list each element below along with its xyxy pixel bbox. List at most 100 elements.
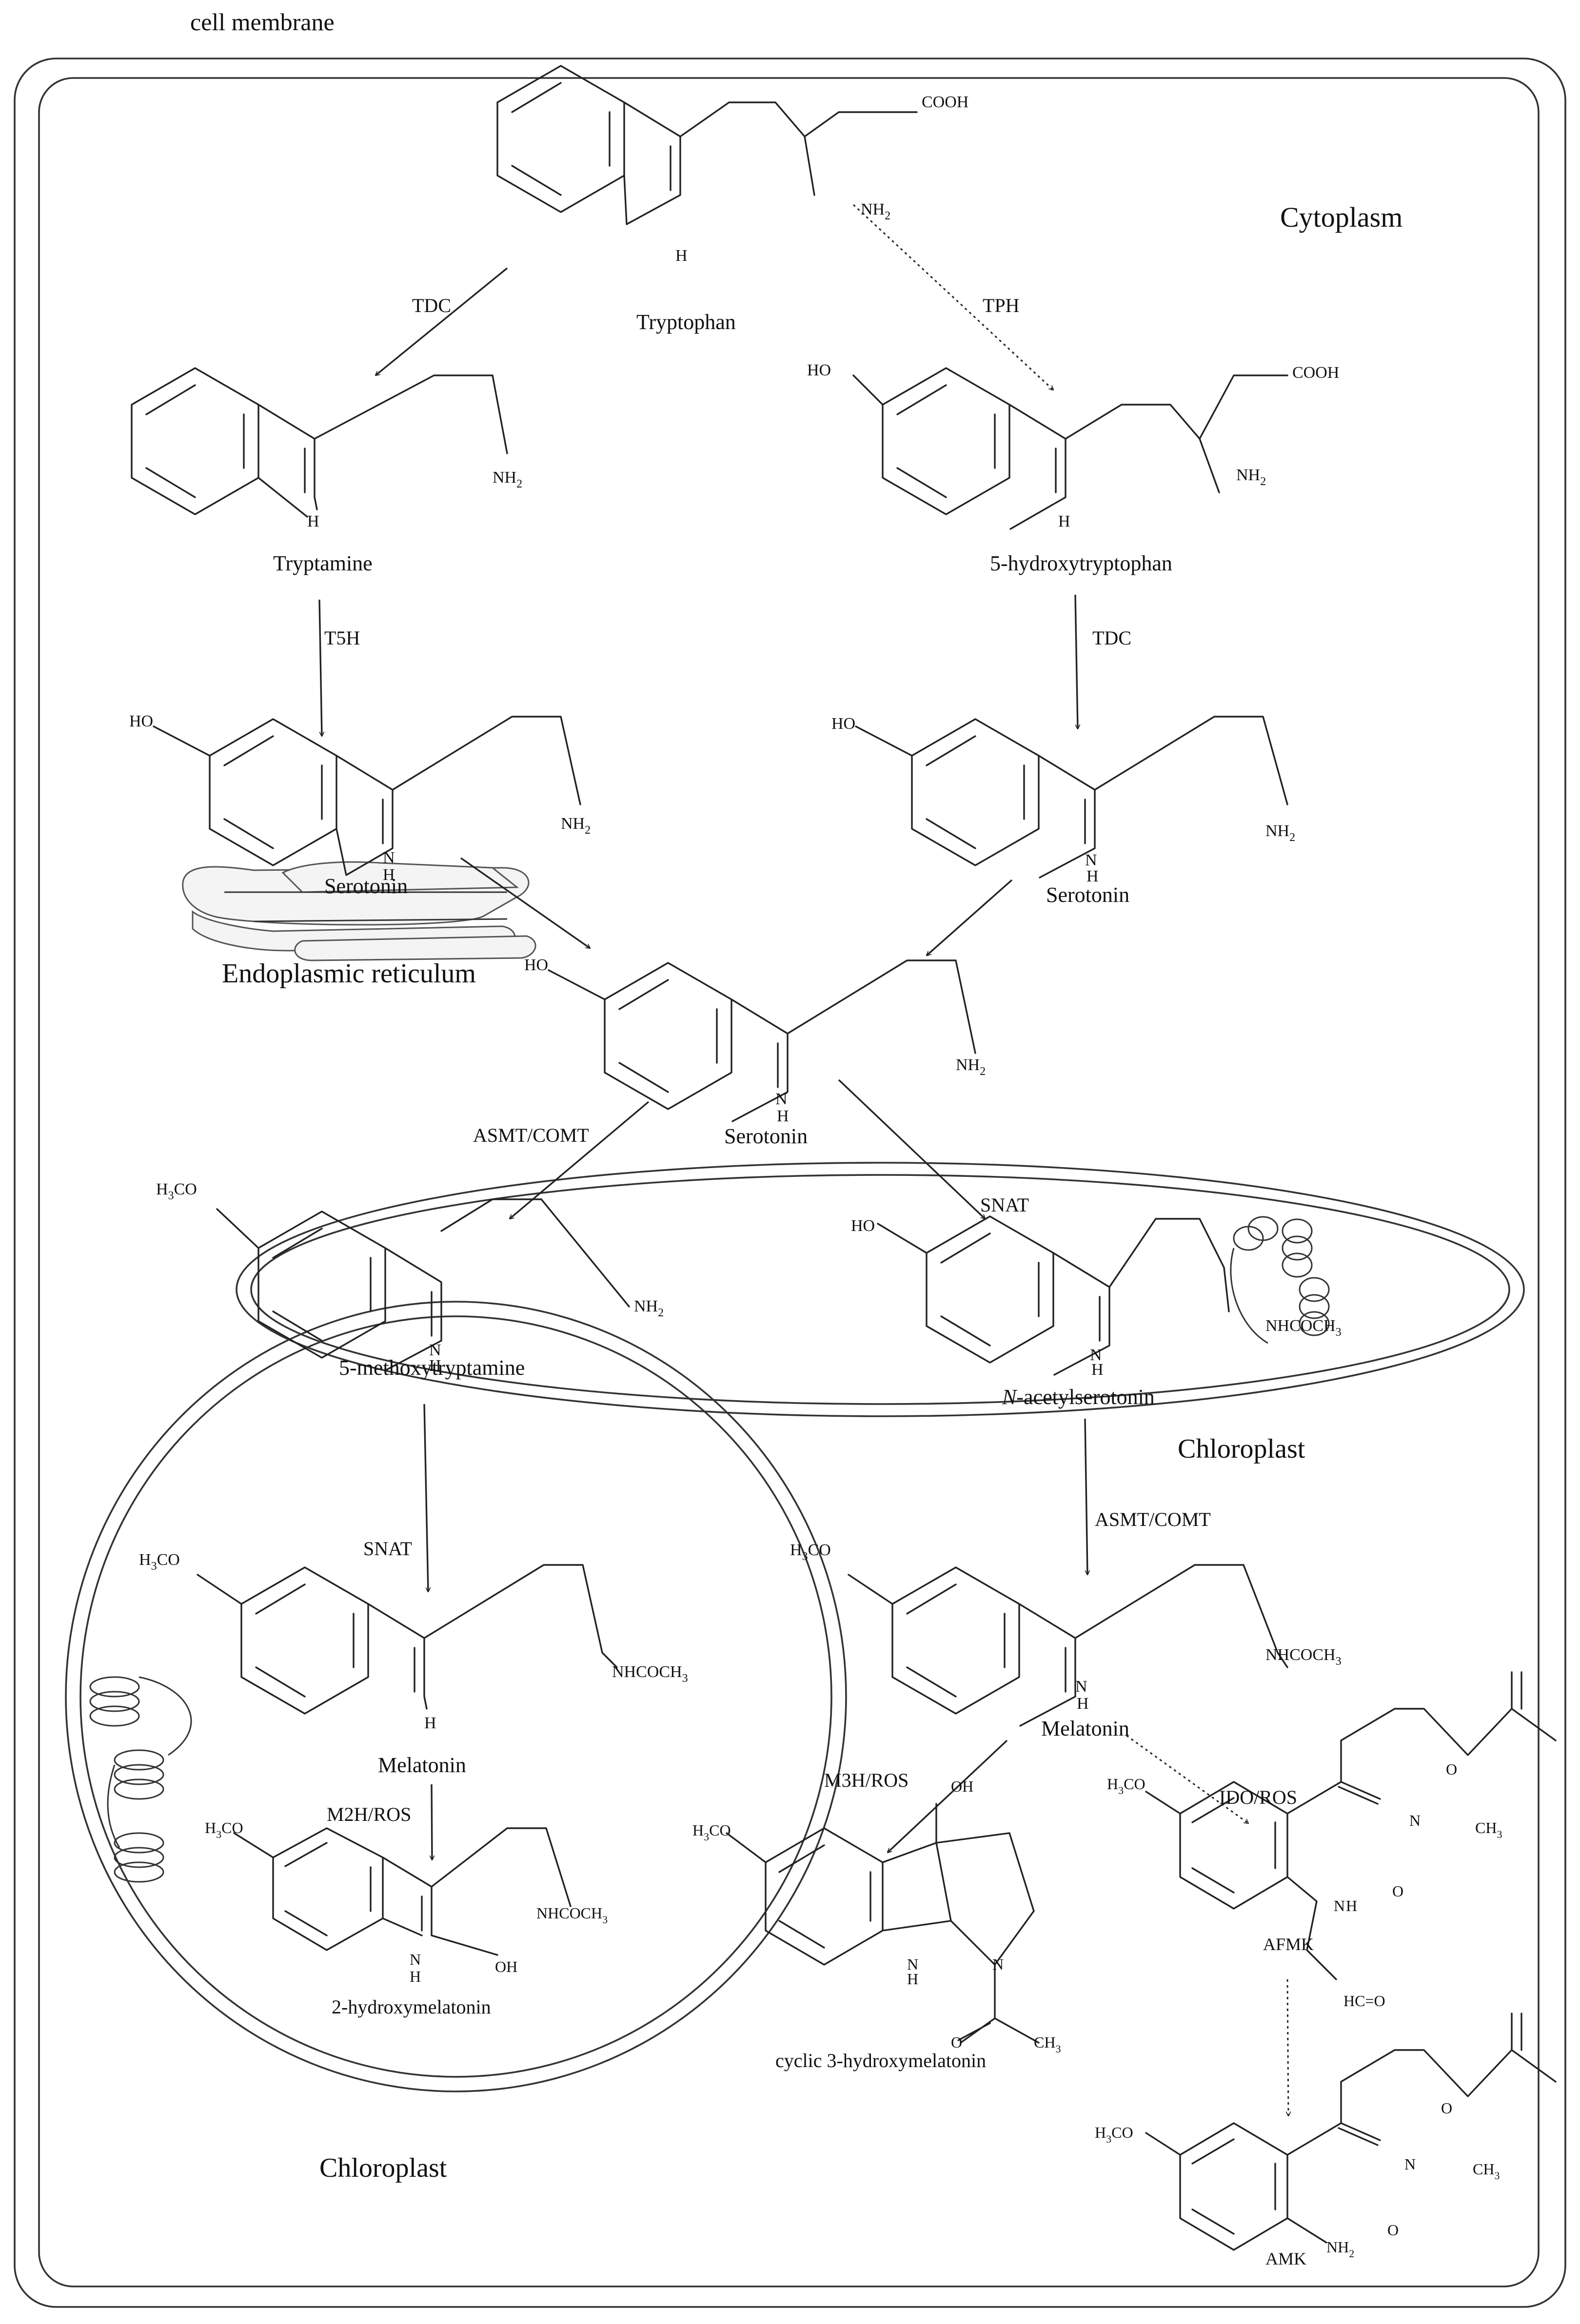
- svg-text:N: N: [992, 1955, 1004, 1973]
- svg-text:H: H: [1346, 1897, 1357, 1914]
- cytoplasm-label: Cytoplasm: [1280, 201, 1402, 233]
- svg-text:H3CO: H3CO: [139, 1551, 180, 1573]
- tryptamine-label: Tryptamine: [273, 551, 373, 575]
- svg-text:NH2: NH2: [493, 469, 522, 490]
- arrow-tph: [852, 204, 1053, 390]
- arrow-ido-ros: [1126, 1735, 1248, 1823]
- svg-text:NHCOCH3: NHCOCH3: [1265, 1646, 1342, 1668]
- svg-text:HC=O: HC=O: [1343, 1992, 1385, 2010]
- enzyme-tph: TPH: [983, 294, 1020, 316]
- chloroplast-label-bottom: Chloroplast: [319, 2153, 447, 2183]
- enzyme-asmt-comt-1: ASMT/COMT: [473, 1124, 589, 1146]
- svg-text:H3CO: H3CO: [205, 1819, 243, 1840]
- tryptophan-structure: [496, 65, 918, 225]
- svg-text:N: N: [1090, 1346, 1102, 1364]
- svg-text:CH3: CH3: [1475, 1819, 1502, 1840]
- svg-text:O: O: [1392, 1882, 1403, 1900]
- serotonin-center-groups: HO NH2 N H: [524, 956, 986, 1125]
- enzyme-asmt-comt-2: ASMT/COMT: [1095, 1508, 1211, 1530]
- tryptamine-structure: [131, 367, 508, 518]
- chloroplast-label-top: Chloroplast: [1178, 1434, 1305, 1464]
- svg-text:O: O: [1387, 2221, 1399, 2239]
- chloroplast-ellipse-inner: [250, 1174, 1510, 1405]
- amk-label: AMK: [1265, 2249, 1306, 2268]
- svg-text:H3CO: H3CO: [1095, 2124, 1133, 2145]
- svg-text:OH: OH: [495, 1958, 517, 1975]
- svg-text:NH2: NH2: [1265, 822, 1295, 844]
- svg-text:HO: HO: [524, 956, 548, 974]
- serotonin-center-label: Serotonin: [724, 1124, 808, 1148]
- cell-membrane-inner: [38, 77, 1540, 2287]
- serotonin-center-structure: [548, 959, 976, 1122]
- enzyme-m2h-ros: M2H/ROS: [327, 1803, 411, 1825]
- methoxytryptamine-label: 5-methoxytryptamine: [339, 1356, 525, 1380]
- svg-text:H: H: [1086, 867, 1099, 885]
- melatonin-left-label: Melatonin: [378, 1753, 466, 1777]
- enzyme-snat-1: SNAT: [980, 1194, 1029, 1216]
- chloroplast-ellipse-outer: [236, 1162, 1525, 1417]
- acetylserotonin-groups: HO NHCOCH3 N H: [851, 1217, 1342, 1379]
- svg-text:COOH: COOH: [922, 93, 968, 111]
- cyclic-hydroxymelatonin-structure: [726, 1803, 1040, 2044]
- enzyme-tdc-1: TDC: [412, 294, 451, 316]
- arrow-snat-1: [838, 1079, 985, 1219]
- melatonin-left-groups: H3CO NHCOCH3 H: [139, 1551, 688, 1732]
- methoxytryptamine-groups: H3CO NH2 N H: [156, 1180, 664, 1375]
- hydroxytryptophan-groups: HO COOH NH2 H: [807, 361, 1339, 530]
- svg-text:HO: HO: [807, 361, 831, 379]
- afmk-structure: [1145, 1671, 1557, 1980]
- svg-text:N: N: [1334, 1897, 1345, 1914]
- thylakoid-coil-left: [89, 1676, 192, 1883]
- endoplasmic-reticulum-drawing: [182, 861, 536, 961]
- serotonin-er-structure: [153, 716, 581, 876]
- hydroxytryptophan-label: 5-hydroxytryptophan: [990, 551, 1172, 575]
- svg-text:NHCOCH3: NHCOCH3: [536, 1904, 608, 1926]
- svg-text:H: H: [410, 1968, 421, 1985]
- thylakoid-coil-right: [1230, 1216, 1330, 1344]
- arrow-tdc-2: [1074, 594, 1078, 729]
- svg-text:NH2: NH2: [1326, 2238, 1354, 2260]
- serotonin-er-label: Serotonin: [324, 874, 408, 898]
- svg-text:H: H: [675, 247, 688, 265]
- cyclic-hydroxymelatonin-label: cyclic 3-hydroxymelatonin: [775, 2050, 986, 2071]
- svg-text:N: N: [383, 849, 395, 867]
- arrow-asmt-comt-1: [510, 1101, 650, 1219]
- arrow-serotonin-right: [927, 879, 1013, 956]
- svg-text:HO: HO: [831, 715, 855, 733]
- melatonin-right-structure: [848, 1564, 1288, 1727]
- svg-text:N: N: [1085, 851, 1097, 869]
- svg-text:H: H: [307, 512, 319, 530]
- svg-text:N: N: [410, 1951, 421, 1968]
- svg-text:O: O: [1446, 1760, 1457, 1778]
- svg-text:NH2: NH2: [861, 200, 890, 222]
- acetylserotonin-label: N-acetylserotonin: [1002, 1385, 1155, 1409]
- svg-text:O: O: [951, 2033, 962, 2051]
- serotonin-right-groups: HO NH2 N H: [831, 715, 1295, 885]
- svg-text:N: N: [1409, 1812, 1421, 1829]
- tryptophan-groups: COOH NH2 H: [675, 93, 968, 265]
- hydroxymelatonin-label: 2-hydroxymelatonin: [332, 1996, 491, 2018]
- tryptamine-groups: NH2 H: [307, 469, 522, 530]
- endoplasmic-reticulum-label: Endoplasmic reticulum: [222, 958, 476, 989]
- svg-text:NHCOCH3: NHCOCH3: [1265, 1317, 1342, 1339]
- enzyme-t5h: T5H: [324, 627, 360, 649]
- methoxytryptamine-structure: [216, 1198, 630, 1371]
- svg-text:HO: HO: [129, 712, 153, 730]
- svg-text:H3CO: H3CO: [790, 1541, 831, 1563]
- enzyme-m3h-ros: M3H/ROS: [824, 1769, 908, 1791]
- chloroplast-circle-inner: [79, 1315, 832, 2078]
- svg-text:H: H: [1091, 1361, 1104, 1379]
- cell-membrane-outer: [14, 58, 1566, 2308]
- arrow-serotonin-er: [460, 857, 590, 948]
- cyclic-hydroxymelatonin-groups: H3CO OH N H N O CH3: [692, 1777, 1061, 2055]
- enzyme-tdc-2: TDC: [1092, 627, 1131, 649]
- acetylserotonin-structure: [877, 1215, 1230, 1376]
- svg-text:N: N: [775, 1090, 788, 1108]
- svg-text:NH2: NH2: [956, 1056, 986, 1078]
- svg-text:H: H: [1058, 512, 1070, 530]
- svg-text:N: N: [1404, 2155, 1416, 2173]
- cell-membrane-label: cell membrane: [190, 8, 335, 36]
- svg-text:H3CO: H3CO: [156, 1180, 197, 1202]
- svg-text:H: H: [907, 1970, 918, 1988]
